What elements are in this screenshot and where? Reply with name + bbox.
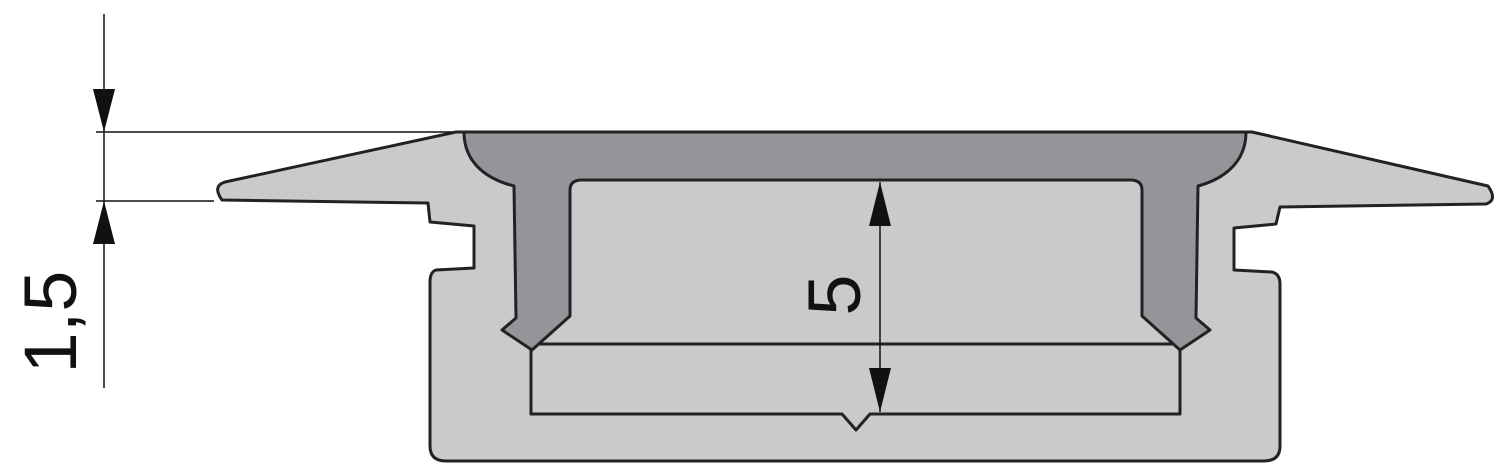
dimension-arrow-top — [869, 182, 891, 226]
height-label: 5 — [793, 274, 876, 315]
dimension-arrow-down — [93, 89, 115, 132]
dimension-arrow-bottom — [869, 368, 891, 412]
dimension-arrow-up — [93, 201, 115, 244]
thickness-label: 1,5 — [9, 271, 92, 374]
cover-diffuser — [462, 130, 1248, 352]
